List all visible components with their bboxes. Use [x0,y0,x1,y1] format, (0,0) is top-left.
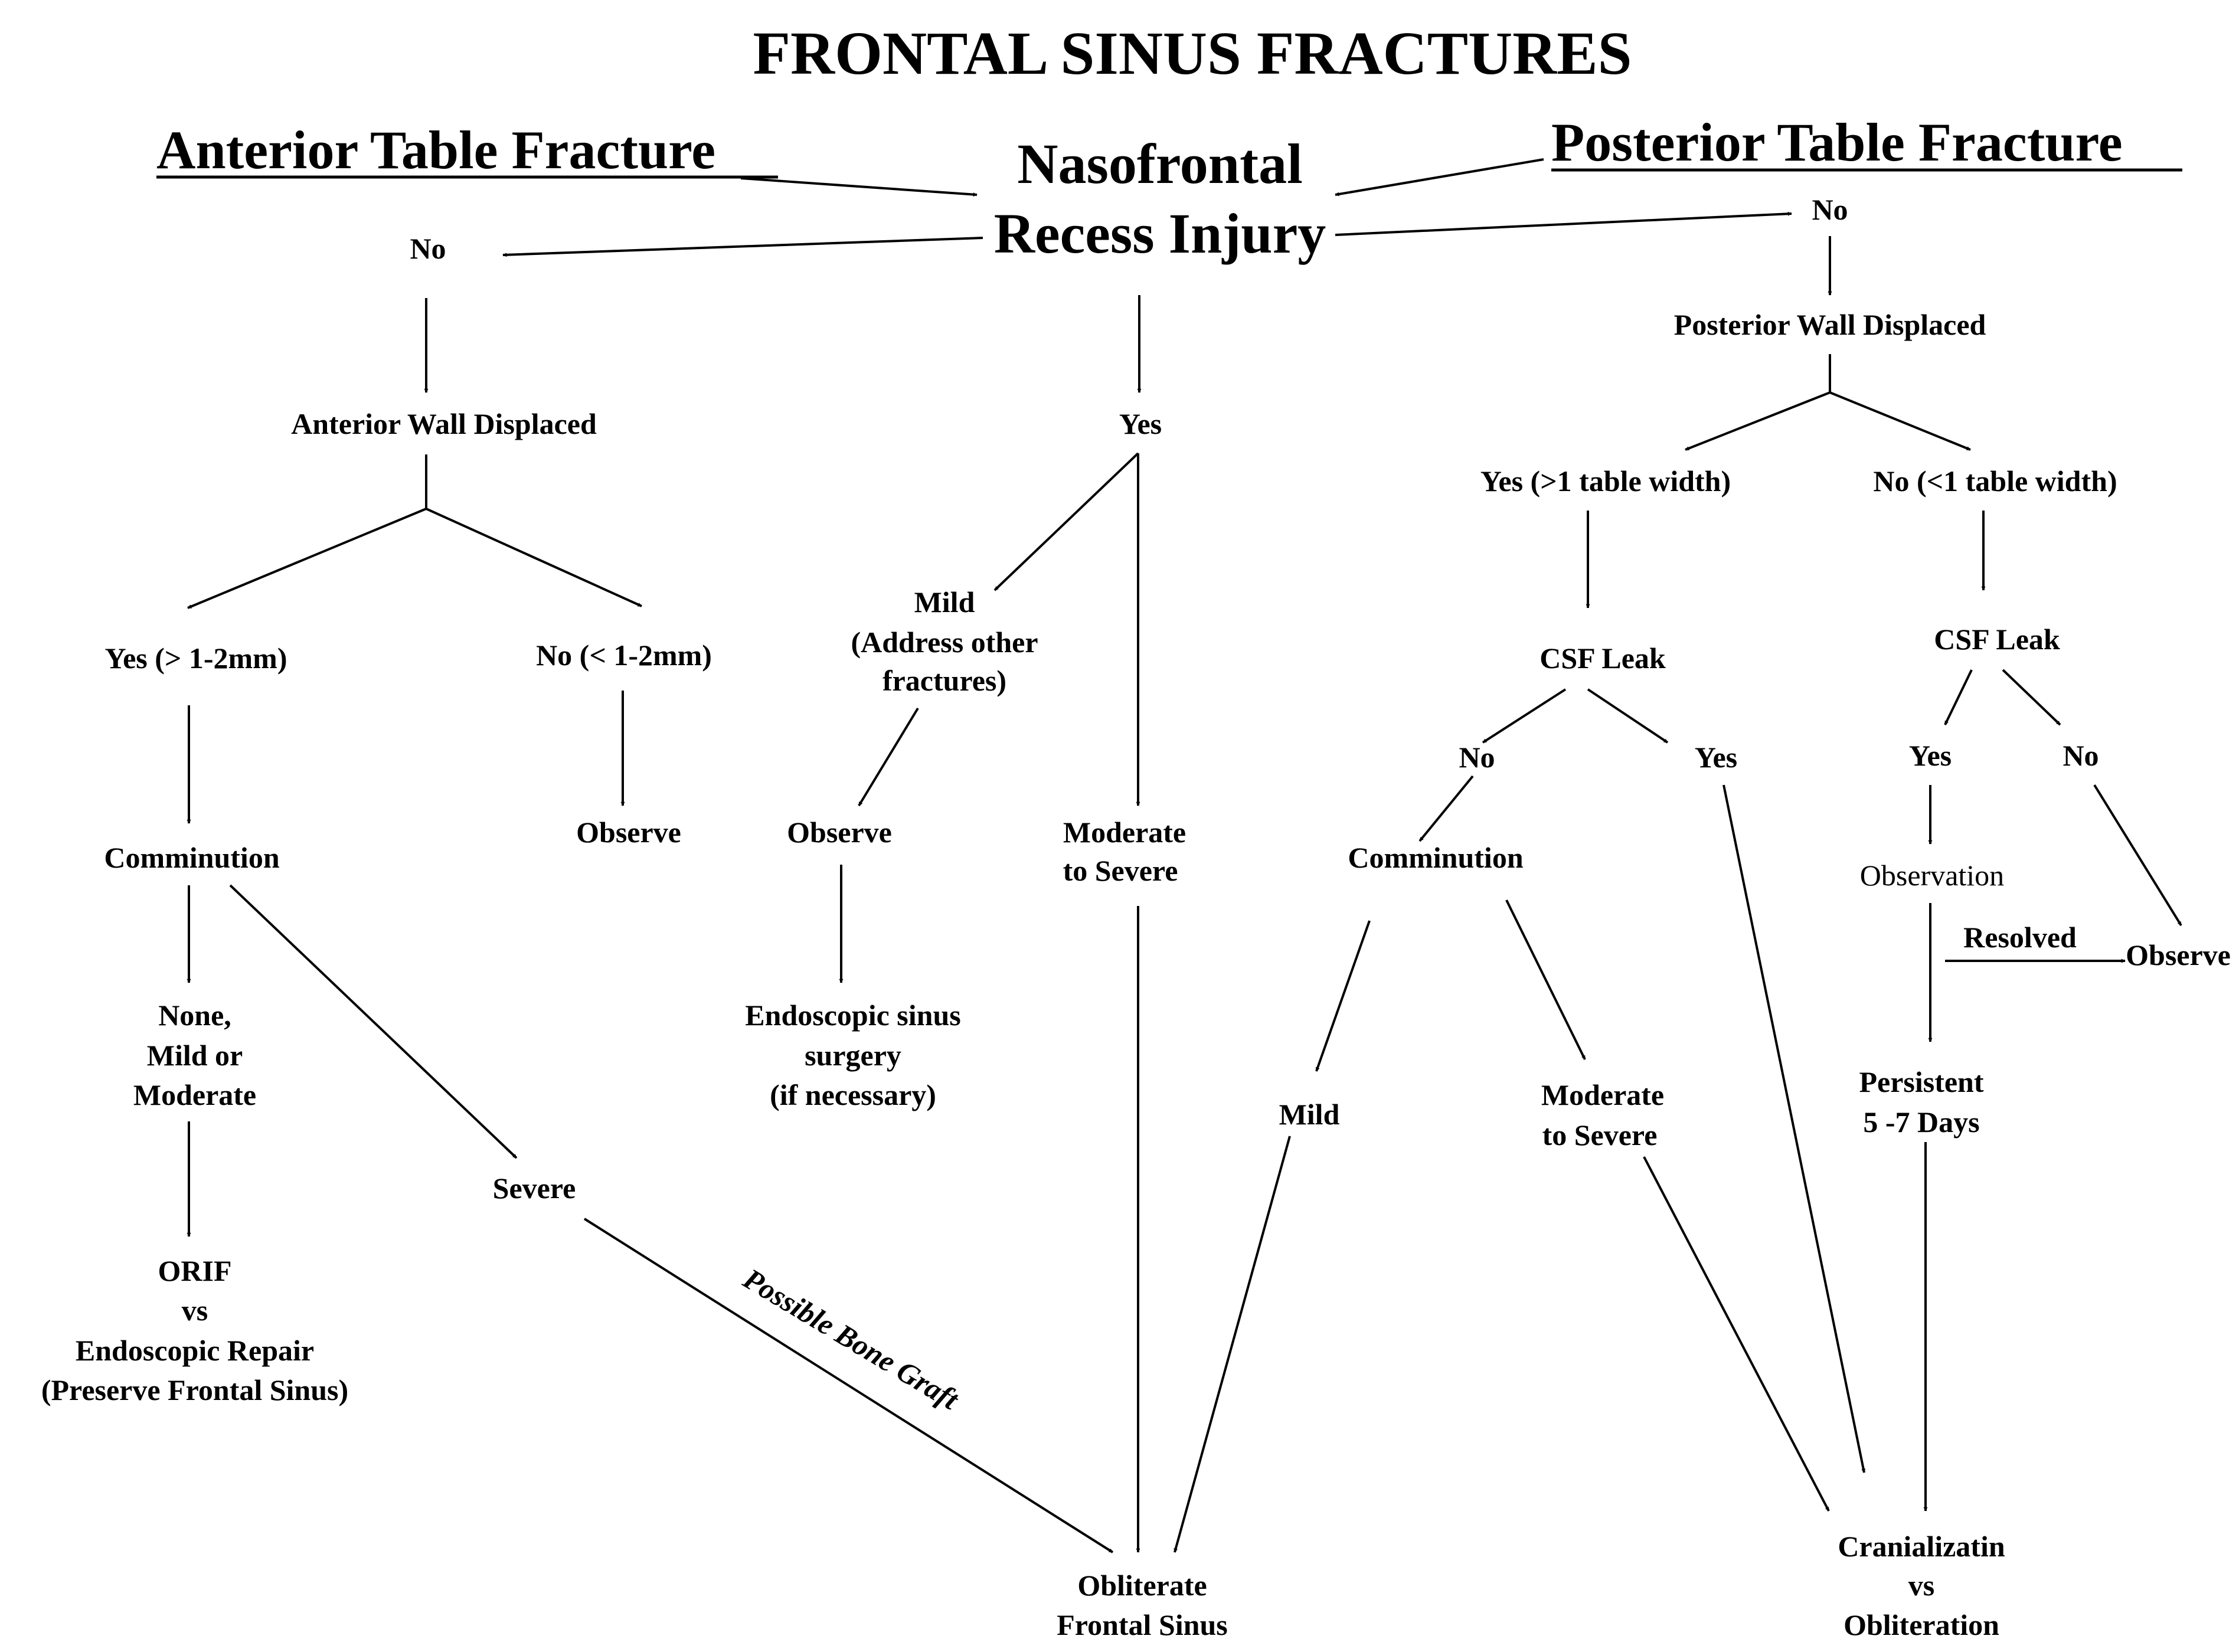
arrow-nasofrontal-to-no-left [502,237,983,257]
arrow-csf-right-to-no [2002,669,2061,726]
node-observation: Observation [1860,859,2004,892]
arrow-posterior-to-nasofrontal [1335,158,1544,197]
heading-anterior-table-fracture: Anterior Table Fracture [156,120,715,180]
node-no-left: No [410,232,446,265]
arrow-no-to-observe [2093,784,2182,927]
connector-lines [187,158,2182,1553]
arrow-csf-left-yes-to-cranialization [1722,784,1866,1473]
node-comminution-right: Comminution [1348,841,1523,874]
node-orif-line-3: Endoscopic Repair [76,1334,314,1367]
nasofrontal-recess-line-1: Nasofrontal [1017,132,1303,195]
node-mild-middle-line-1: Mild [914,585,975,619]
arrow-severe-to-obliterate [583,1218,1114,1553]
arrow-anterior-to-nasofrontal [740,177,978,197]
node-moderate-to-severe-middle-line-1: Moderate [1063,816,1186,849]
arrow-csf-right-to-yes [1944,669,1973,725]
node-comminution-left: Comminution [104,841,279,874]
node-endoscopic-line-2: surgery [805,1039,901,1072]
node-csf-left-yes: Yes [1695,741,1737,774]
node-csf-leak-right: CSF Leak [1934,623,2060,656]
arrow-yes-to-mild [993,452,1139,591]
arrow-comminution-to-moderate-severe [1505,899,1586,1060]
node-orif-line-1: ORIF [158,1254,232,1287]
arrow-moderate-severe-to-cranialization [1643,1156,1830,1512]
node-csf-leak-left: CSF Leak [1539,642,1666,675]
node-persistent-line-1: Persistent [1859,1065,1983,1098]
arrow-csf-left-to-no [1482,688,1567,744]
node-yes-gt-1-2mm: Yes (> 1-2mm) [105,642,287,675]
label-possible-bone-graft: Possible Bone Graft [737,1261,965,1417]
node-csf-right-no: No [2063,739,2099,772]
nasofrontal-recess-line-2: Recess Injury [994,202,1326,265]
node-no-right: No [1812,193,1848,226]
arrow-nasofrontal-to-no-right [1335,211,1792,236]
arrow-to-yes-gt-1-table [1685,391,1831,451]
label-resolved: Resolved [1963,921,2077,954]
arrow-mild-to-obliterate [1174,1136,1291,1553]
node-no-lt-1-table-width: No (<1 table width) [1873,464,2117,498]
arrow-comminution-to-mild [1315,920,1371,1072]
arrow-comminution-to-severe [229,884,518,1159]
arrow-csf-left-no-to-comminution [1418,775,1474,842]
node-csf-right-yes: Yes [1909,739,1952,772]
node-endoscopic-line-1: Endoscopic sinus [745,999,960,1032]
arrow-to-no-1-2mm [426,508,642,607]
node-obliterate-line-1: Obliterate [1077,1569,1207,1602]
node-posterior-wall-displaced: Posterior Wall Displaced [1674,308,1986,341]
node-moderate-to-severe-right-line-2: to Severe [1542,1118,1658,1152]
node-orif-line-2: vs [182,1294,208,1327]
node-obliterate-line-2: Frontal Sinus [1057,1608,1227,1641]
node-yes-gt-1-table-width: Yes (>1 table width) [1480,464,1731,498]
node-persistent-line-2: 5 -7 Days [1863,1105,1979,1139]
node-none-mild-moderate-line-1: None, [158,999,231,1032]
node-moderate-to-severe-right-line-1: Moderate [1541,1078,1664,1111]
arrow-to-yes-1-2mm [187,508,427,609]
node-anterior-wall-displaced: Anterior Wall Displaced [291,407,597,440]
node-observe-middle: Observe [787,816,892,849]
page-title: FRONTAL SINUS FRACTURES [753,19,1632,87]
node-none-mild-moderate-line-3: Moderate [133,1078,256,1111]
node-mild-middle-line-3: fractures) [882,664,1006,697]
node-observe-far-right: Observe [2126,938,2231,971]
node-cranialization-line-2: vs [1908,1569,1934,1602]
node-endoscopic-line-3: (if necessary) [770,1078,936,1111]
arrow-csf-left-to-yes [1587,688,1669,744]
arrow-mild-to-observe [858,707,919,807]
node-no-lt-1-2mm: No (< 1-2mm) [536,639,712,672]
node-cranialization-line-1: Cranializatin [1838,1530,2005,1563]
arrow-to-no-lt-1-table [1829,391,1971,451]
node-cranialization-line-3: Obliteration [1844,1608,1999,1641]
node-observe-anterior: Observe [576,816,681,849]
node-severe: Severe [493,1172,576,1205]
node-none-mild-moderate-line-2: Mild or [147,1039,243,1072]
heading-posterior-table-fracture: Posterior Table Fracture [1551,112,2123,172]
node-orif-line-4: (Preserve Frontal Sinus) [41,1373,348,1406]
node-moderate-to-severe-middle-line-2: to Severe [1063,854,1178,887]
node-csf-left-no: No [1459,741,1495,774]
node-mild-middle-line-2: (Address other [851,626,1038,659]
node-mild-right: Mild [1279,1098,1340,1131]
node-yes-middle: Yes [1119,407,1162,440]
